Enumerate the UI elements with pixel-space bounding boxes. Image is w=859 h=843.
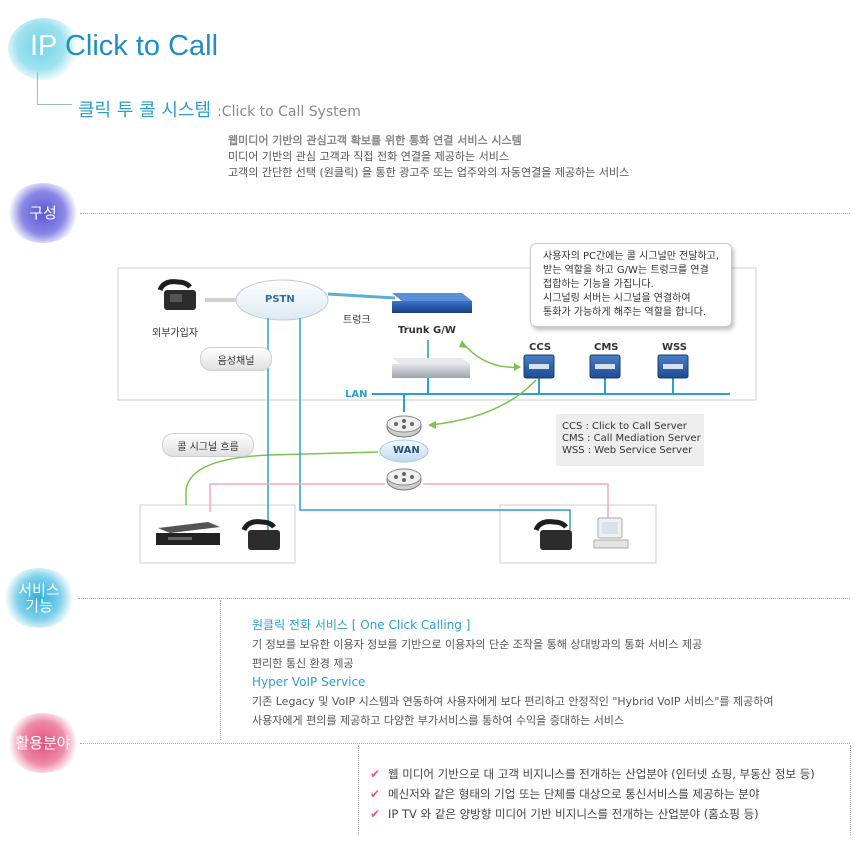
settop-box-icon [156, 522, 220, 545]
call-signal-label: 콜 시그널 흐름 [177, 441, 239, 453]
trunk-label: 트렁크 [343, 315, 371, 326]
caller-phone-icon [241, 519, 280, 550]
subtitle-korean: 클릭 투 콜 시스템 [78, 100, 212, 121]
router-lower [386, 468, 422, 491]
wan-label: WAN [393, 445, 420, 456]
service-line-2: 편리한 통신 환경 제공 [252, 657, 354, 670]
subtitle-connector [37, 72, 72, 105]
legend-cms: CMS : Call Mediation Server [562, 433, 701, 444]
service-line-3: 기존 Legacy 및 VoIP 시스템과 연동하여 사용자에게 보다 편리하고… [252, 695, 774, 708]
service-heading-one-click: 원클릭 전화 서비스 [ One Click Calling ] [252, 618, 471, 632]
diagram-callout: 사용자의 PC간에는 콜 시그널만 전달하고, 받는 역할을 하고 G/W는 트… [530, 243, 732, 327]
callout-line-2: 받는 역할을 하고 G/W는 트렁크를 연결 [543, 265, 709, 276]
badge-label-usage: 활용분야 [15, 734, 71, 752]
external-subscriber-label: 외부가입자 [152, 328, 198, 339]
intro-line-1: 웹미디어 기반의 관심고객 확보를 위한 통화 연결 서비스 시스템 [228, 134, 522, 147]
service-vertical-divider [220, 600, 221, 740]
signal-arrow-gw-ccs [461, 341, 521, 369]
ccs-label: CCS [529, 342, 552, 353]
data-line-left [209, 483, 385, 512]
data-line-right [423, 483, 609, 520]
title-ip: IP [30, 30, 57, 62]
title-rest: Click to Call [64, 30, 219, 62]
legend-ccs: CCS : Click to Call Server [562, 421, 687, 432]
check-icon: ✔ [370, 787, 381, 801]
section-divider-service [78, 598, 850, 599]
page-title: IP Click to Call [30, 30, 218, 63]
server-cms [589, 354, 621, 379]
trunk-gw-device [392, 293, 472, 313]
subtitle: 클릭 투 콜 시스템 :Click to Call System [78, 96, 361, 122]
title-blob [8, 18, 80, 80]
badge-label-structure: 구성 [29, 204, 57, 222]
server-ccs [523, 354, 555, 379]
external-phone-icon [157, 279, 196, 310]
main-network-frame [117, 267, 757, 401]
usage-right-border [850, 745, 851, 835]
service-line-1: 기 정보를 보유한 이용자 정보를 기반으로 이용자의 단순 조작을 통해 상대… [252, 638, 703, 651]
trunk-gw-label: Trunk G/W [398, 325, 456, 336]
section-divider-structure [80, 213, 850, 214]
cms-label: CMS [594, 342, 619, 353]
badge-service-line-2: 기능 [25, 597, 53, 615]
intro-text: 웹미디어 기반의 관심고객 확보를 위한 통화 연결 서비스 시스템 미디어 기… [228, 133, 629, 181]
intro-line-3: 고객의 간단한 선택 (원클릭) 을 통한 광고주 또는 업주와의 자동연결을 … [228, 166, 630, 179]
usage-item-text-1: 웹 미디어 기반으로 대 고객 비지니스를 전개하는 산업분야 (인터넷 쇼핑,… [388, 767, 815, 781]
voice-channel-label: 음성채널 [217, 355, 255, 367]
section-badge-service: 서비스 기능 [2, 568, 76, 628]
caller-site-frame [139, 504, 296, 564]
callout-line-1: 사용자의 PC간에는 콜 시그널만 전달하고, [543, 251, 720, 262]
pstn-label: PSTN [265, 294, 295, 305]
callout-line-3: 접합하는 기능을 가집니다. [543, 279, 654, 290]
check-icon: ✔ [370, 807, 381, 821]
legend-wss: WSS : Web Service Server [562, 445, 693, 456]
server-wss [657, 354, 689, 379]
usage-vertical-divider [358, 745, 359, 835]
trunk-line [327, 292, 396, 300]
server-legend: CCS : Click to Call Server CMS : Call Me… [556, 414, 704, 466]
wss-label: WSS [662, 342, 687, 353]
badge-label-service: 서비스 기능 [18, 582, 59, 614]
check-icon: ✔ [370, 767, 381, 781]
voice-channel-line-right [299, 318, 571, 530]
section-badge-usage: 활용분야 [6, 713, 80, 773]
callout-line-5: 통화가 가능하게 해주는 역할을 합니다. [543, 307, 707, 318]
signal-arrow-router-ccs [429, 379, 537, 426]
usage-item-text-2: 메신저와 같은 형태의 기업 또는 단체를 대상으로 통신서비스를 제공하는 분… [388, 787, 760, 801]
receiver-pc-icon [593, 517, 629, 549]
call-signal-bubble: 콜 시그널 흐름 [162, 433, 254, 457]
service-heading-hyper-voip: Hyper VoIP Service [252, 675, 366, 689]
callout-line-4: 시그널링 서버는 시그널을 연결하여 [543, 293, 691, 304]
usage-list: ✔ 웹 미디어 기반으로 대 고객 비지니스를 전개하는 산업분야 (인터넷 쇼핑… [370, 764, 815, 824]
lan-switch [392, 358, 470, 378]
usage-item: ✔ IP TV 와 같은 양방향 미디어 기반 비지니스를 전개하는 산업분야 (… [370, 804, 815, 824]
usage-item: ✔ 웹 미디어 기반으로 대 고객 비지니스를 전개하는 산업분야 (인터넷 쇼핑… [370, 764, 815, 784]
usage-item: ✔ 메신저와 같은 형태의 기업 또는 단체를 대상으로 통신서비스를 제공하는 … [370, 784, 815, 804]
lan-label: LAN [345, 389, 368, 400]
section-badge-structure: 구성 [6, 183, 80, 243]
usage-item-text-3: IP TV 와 같은 양방향 미디어 기반 비지니스를 전개하는 산업분야 (홈… [388, 807, 759, 821]
receiver-phone-icon [533, 519, 572, 550]
voice-channel-bubble: 음성채널 [200, 347, 272, 371]
section-divider-usage [80, 743, 850, 744]
network-diagram [117, 267, 757, 564]
service-description: 원클릭 전화 서비스 [ One Click Calling ] 기 정보를 보… [252, 616, 774, 730]
signal-flow-line [185, 451, 379, 505]
wan-cloud [379, 439, 429, 463]
intro-line-2: 미디어 기반의 관심 고객과 직접 전화 연결을 제공하는 서비스 [228, 150, 509, 163]
subtitle-english: :Click to Call System [217, 104, 361, 120]
service-line-4: 사용자에게 편의를 제공하고 다양한 부가서비스를 통하여 수익을 증대하는 서… [252, 714, 625, 727]
receiver-site-frame [499, 504, 657, 564]
badge-service-line-1: 서비스 [18, 581, 60, 599]
router-upper [386, 415, 422, 438]
